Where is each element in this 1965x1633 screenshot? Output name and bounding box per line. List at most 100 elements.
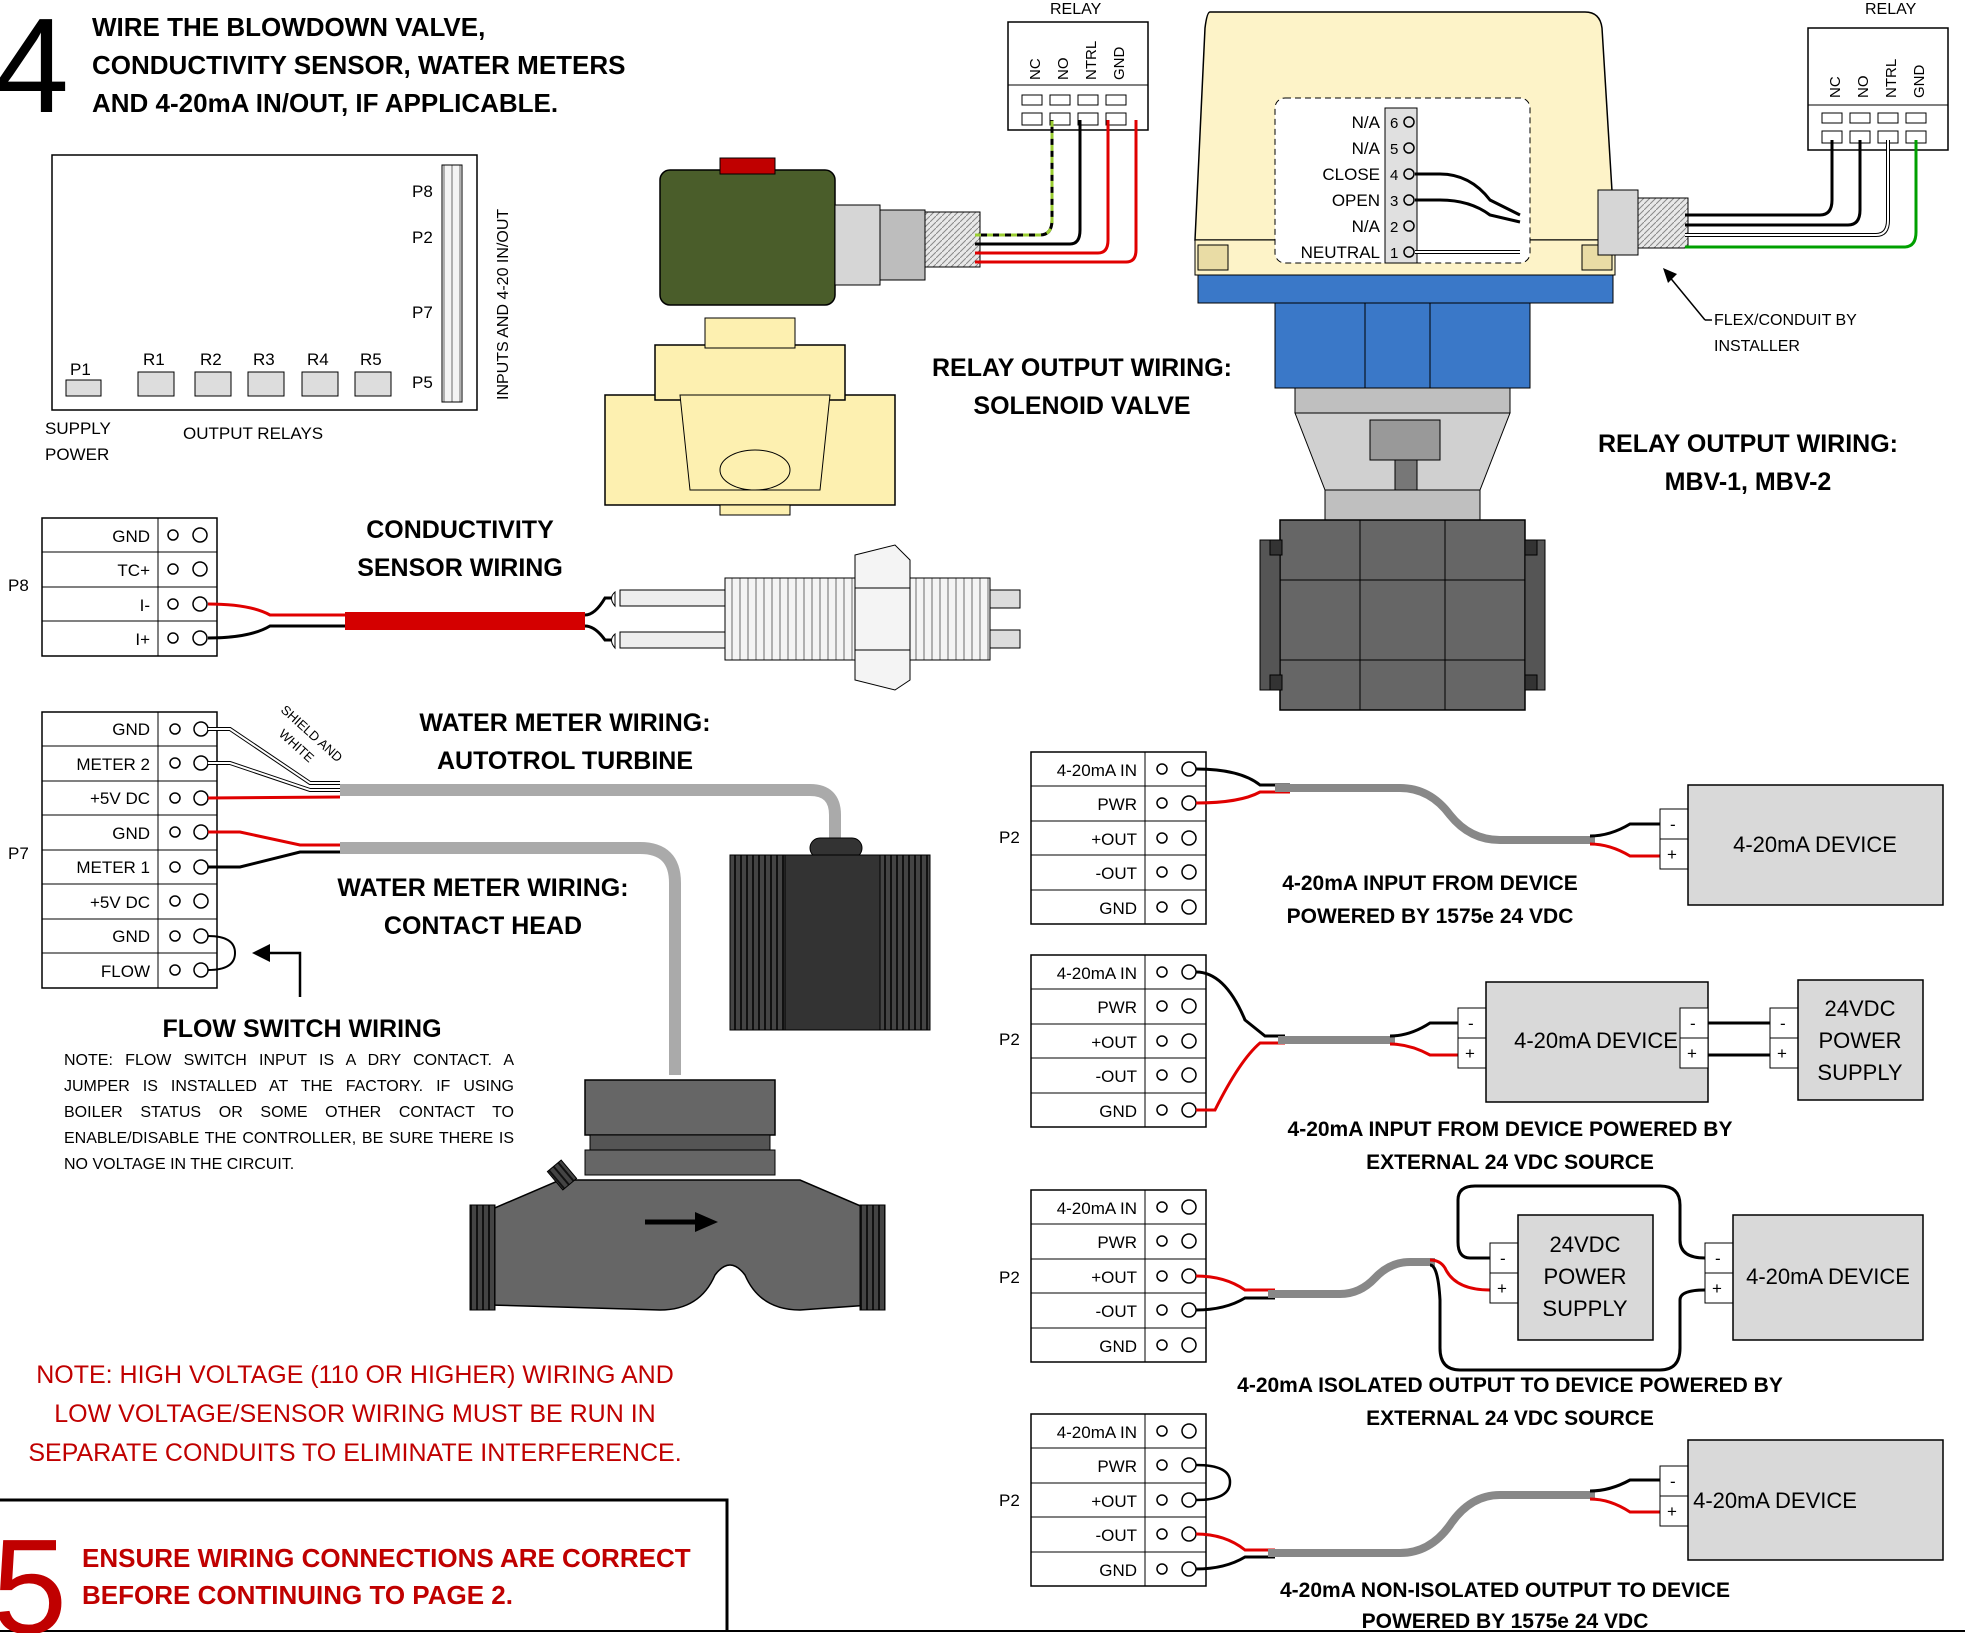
- svg-text:N/A: N/A: [1352, 113, 1381, 132]
- svg-text:POWER: POWER: [1543, 1264, 1626, 1289]
- svg-text:RELAY OUTPUT WIRING:: RELAY OUTPUT WIRING:: [1598, 430, 1898, 458]
- svg-text:GND: GND: [112, 720, 150, 739]
- meter-cables: [207, 727, 841, 1075]
- svg-text:N/A: N/A: [1352, 217, 1381, 236]
- svg-text:N/A: N/A: [1352, 139, 1381, 158]
- solenoid-coil: [659, 169, 836, 306]
- svg-text:AND 4-20mA IN/OUT, IF APPLICAB: AND 4-20mA IN/OUT, IF APPLICABLE.: [92, 88, 558, 118]
- svg-text:-: -: [1468, 1014, 1474, 1033]
- relay-terminal-labels: NC NO NTRL GND: [1027, 41, 1128, 80]
- header-labels: P8 P2 P7 P5: [412, 182, 433, 392]
- svg-text:CONTACT HEAD: CONTACT HEAD: [384, 912, 582, 940]
- svg-text:+5V DC: +5V DC: [90, 789, 150, 808]
- svg-text:SENSOR WIRING: SENSOR WIRING: [357, 554, 563, 582]
- svg-text:P2: P2: [999, 828, 1020, 847]
- flow-switch-note: NOTE: FLOW SWITCH INPUT IS A DRY CONTACT…: [64, 1052, 514, 1173]
- output-relays-label: OUTPUT RELAYS: [183, 424, 323, 443]
- svg-text:+OUT: +OUT: [1091, 1033, 1137, 1052]
- svg-text:GND: GND: [1111, 47, 1128, 81]
- svg-text:6: 6: [1390, 115, 1398, 132]
- relay-label: R5: [360, 350, 382, 369]
- svg-text:SEPARATE CONDUITS TO ELIMINATE: SEPARATE CONDUITS TO ELIMINATE INTERFERE…: [28, 1439, 681, 1467]
- svg-text:FLOW: FLOW: [101, 962, 150, 981]
- controller-board: P1 R1 R2 R3 R4 R5 P8 P2 P7 P5 INPUTS AND…: [45, 154, 512, 464]
- svg-text:FLEX/CONDUIT BY: FLEX/CONDUIT BY: [1714, 312, 1857, 329]
- svg-text:SOLENOID VALVE: SOLENOID VALVE: [973, 392, 1190, 420]
- relay-label: R2: [200, 350, 222, 369]
- mbv-conduit: [1637, 197, 1689, 249]
- svg-text:4-20mA DEVICE: 4-20mA DEVICE: [1514, 1028, 1678, 1053]
- relay-label: R1: [143, 350, 165, 369]
- svg-text:POWER: POWER: [1818, 1028, 1901, 1053]
- water-meter-terminal-block: P7 GND METER 2 +5V DC GND METER 1 +5V DC…: [8, 711, 218, 989]
- svg-text:CLOSE: CLOSE: [1322, 165, 1380, 184]
- svg-text:SUPPLY: SUPPLY: [45, 419, 111, 438]
- step-5-number: 5: [0, 1511, 67, 1633]
- svg-text:GND: GND: [1099, 1337, 1137, 1356]
- relay-label: R4: [307, 350, 329, 369]
- svg-text:NOTE: HIGH VOLTAGE (110 OR HIG: NOTE: HIGH VOLTAGE (110 OR HIGHER) WIRIN…: [36, 1361, 674, 1389]
- svg-text:4-20mA IN: 4-20mA IN: [1057, 1199, 1137, 1218]
- svg-text:-: -: [1690, 1014, 1696, 1033]
- svg-text:P2: P2: [412, 228, 433, 247]
- svg-text:SUPPLY: SUPPLY: [1817, 1060, 1903, 1085]
- svg-text:+: +: [1777, 1044, 1787, 1063]
- svg-text:METER 1: METER 1: [76, 858, 150, 877]
- svg-text:4-20mA DEVICE: 4-20mA DEVICE: [1693, 1488, 1857, 1513]
- svg-text:P5: P5: [412, 373, 433, 392]
- svg-text:-OUT: -OUT: [1095, 1302, 1137, 1321]
- svg-text:-: -: [1715, 1249, 1721, 1268]
- svg-text:+: +: [1497, 1279, 1507, 1298]
- svg-text:CONDUCTIVITY SENSOR, WATER MET: CONDUCTIVITY SENSOR, WATER METERS: [92, 50, 626, 80]
- svg-text:RELAY OUTPUT WIRING:: RELAY OUTPUT WIRING:: [932, 354, 1232, 382]
- conductivity-terminal-block: P8 GND TC+ I- I+: [8, 517, 218, 657]
- svg-text:GND: GND: [112, 527, 150, 546]
- svg-text:-: -: [1500, 1249, 1506, 1268]
- svg-text:INSTALLER: INSTALLER: [1714, 338, 1800, 355]
- shield-label: SHIELD AND WHITE: [276, 702, 345, 765]
- svg-text:24VDC: 24VDC: [1550, 1232, 1621, 1257]
- relay-connectors: [137, 371, 392, 397]
- solenoid-title: RELAY OUTPUT WIRING: SOLENOID VALVE: [932, 354, 1232, 420]
- svg-text:NO: NO: [1055, 58, 1072, 81]
- autotrol-title: WATER METER WIRING: AUTOTROL TURBINE: [419, 709, 710, 775]
- mbv-internal-wires: [1415, 172, 1521, 254]
- contact-head-title: WATER METER WIRING: CONTACT HEAD: [337, 874, 628, 940]
- svg-text:+: +: [1667, 845, 1677, 864]
- mbv-terminal-numbers: 6 5 4 3 2 1: [1390, 115, 1398, 262]
- svg-text:P8: P8: [8, 576, 29, 595]
- svg-text:4-20mA IN: 4-20mA IN: [1057, 1423, 1137, 1442]
- svg-text:BEFORE CONTINUING TO PAGE 2.: BEFORE CONTINUING TO PAGE 2.: [82, 1580, 513, 1610]
- ma-caption-2: 4-20mA INPUT FROM DEVICE POWERED BY EXTE…: [1288, 1118, 1733, 1174]
- svg-text:PWR: PWR: [1097, 998, 1137, 1017]
- actuator-blue-band: [1197, 274, 1614, 304]
- mbv-terminal-labels: N/A N/A CLOSE OPEN N/A NEUTRAL: [1301, 113, 1381, 262]
- relay-labels: R1 R2 R3 R4 R5: [143, 350, 382, 369]
- svg-text:+OUT: +OUT: [1091, 1492, 1137, 1511]
- voltage-note: NOTE: HIGH VOLTAGE (110 OR HIGHER) WIRIN…: [28, 1361, 681, 1467]
- svg-text:4-20mA IN: 4-20mA IN: [1057, 761, 1137, 780]
- svg-text:POWER: POWER: [45, 445, 109, 464]
- svg-text:METER 2: METER 2: [76, 755, 150, 774]
- svg-text:TC+: TC+: [117, 561, 150, 580]
- svg-text:24VDC: 24VDC: [1825, 996, 1896, 1021]
- svg-text:RELAY: RELAY: [1050, 1, 1102, 18]
- svg-text:-: -: [1670, 815, 1676, 834]
- svg-text:OPEN: OPEN: [1332, 191, 1380, 210]
- autotrol-turbine: [729, 837, 931, 1031]
- svg-text:NEUTRAL: NEUTRAL: [1301, 243, 1380, 262]
- svg-text:4-20mA NON-ISOLATED OUTPUT TO: 4-20mA NON-ISOLATED OUTPUT TO DEVICE: [1280, 1579, 1730, 1602]
- flex-conduit-pointer: FLEX/CONDUIT BY INSTALLER: [1663, 268, 1857, 355]
- svg-text:3: 3: [1390, 193, 1398, 210]
- svg-text:-: -: [1670, 1472, 1676, 1491]
- svg-text:NTRL: NTRL: [1883, 59, 1900, 98]
- step-5-text: ENSURE WIRING CONNECTIONS ARE CORRECT BE…: [82, 1543, 691, 1610]
- svg-text:CONDUCTIVITY: CONDUCTIVITY: [366, 516, 554, 544]
- svg-text:WIRE THE BLOWDOWN VALVE,: WIRE THE BLOWDOWN VALVE,: [92, 12, 485, 42]
- svg-text:EXTERNAL 24 VDC SOURCE: EXTERNAL 24 VDC SOURCE: [1366, 1151, 1654, 1174]
- svg-text:AUTOTROL TURBINE: AUTOTROL TURBINE: [437, 747, 693, 775]
- svg-text:PWR: PWR: [1097, 1233, 1137, 1252]
